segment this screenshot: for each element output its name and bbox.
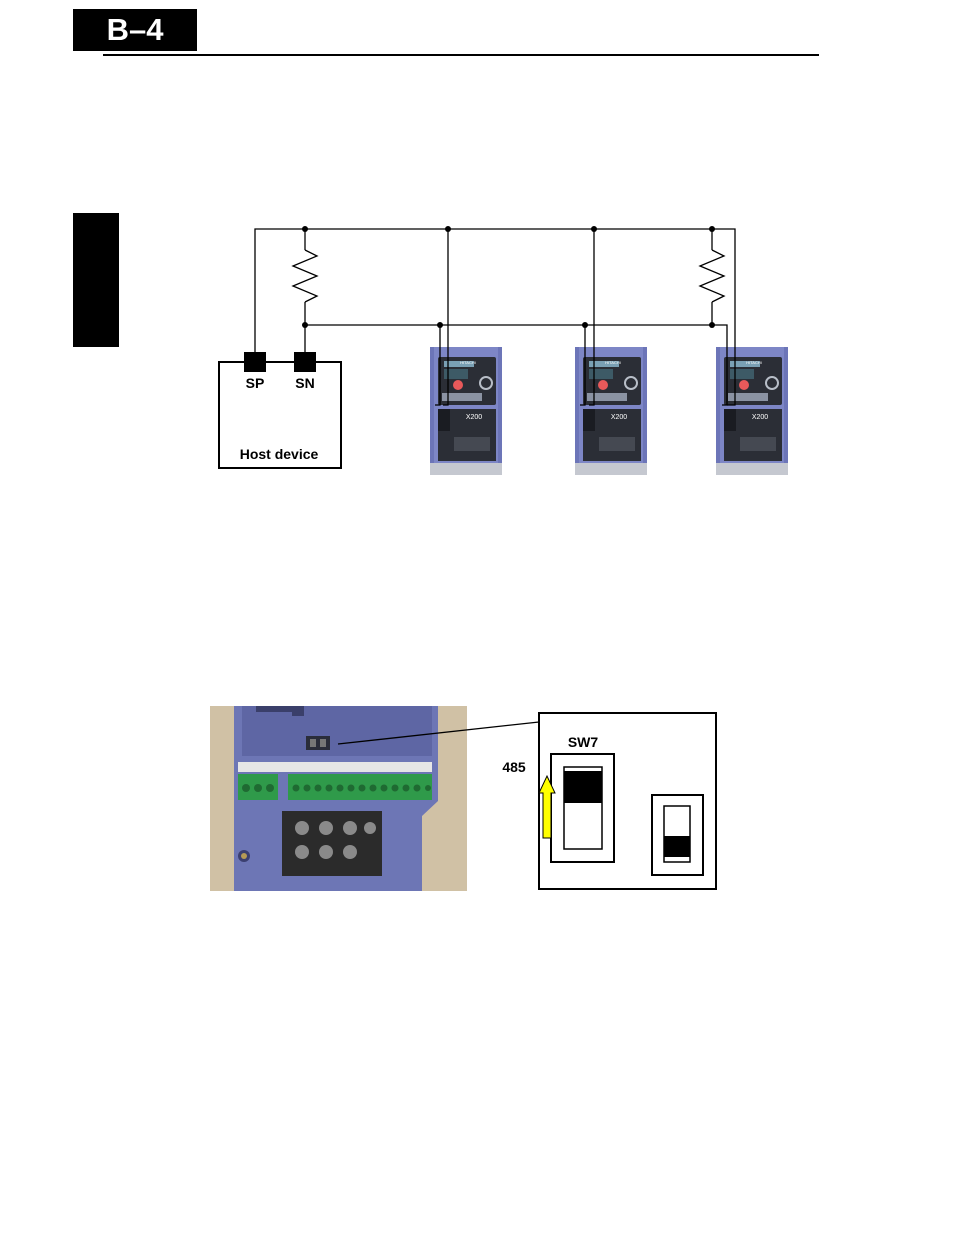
up-arrow-icon (538, 774, 556, 839)
host-device-box (218, 361, 342, 469)
sw7-slider (564, 771, 602, 803)
inverter-3-image: HITACHI X200 (715, 346, 789, 476)
svg-text:X200: X200 (752, 414, 768, 421)
rs485-position-label: 485 (502, 759, 526, 775)
header-rule (103, 54, 819, 56)
host-device-label: Host device (240, 446, 319, 462)
switch-detail-callout: SW7 485 (337, 712, 717, 890)
page-number-tab: B–4 (73, 9, 197, 51)
rs485-wiring-diagram: SP SN Host device HITACHI X200 HITACHI X… (218, 226, 789, 476)
svg-text:HITACHI: HITACHI (605, 360, 621, 365)
svg-text:HITACHI: HITACHI (460, 360, 476, 365)
sn-terminal (294, 352, 316, 372)
sp-terminal (244, 352, 266, 372)
sw7-label: SW7 (568, 734, 599, 750)
inverter-2-image: HITACHI X200 (574, 346, 648, 476)
switch-location-photo (210, 706, 467, 891)
small-switch-slider (664, 836, 690, 857)
inverter-1-image: HITACHI X200 (429, 346, 503, 476)
sn-label: SN (295, 375, 314, 391)
svg-text:HITACHI: HITACHI (746, 360, 762, 365)
svg-text:X200: X200 (466, 414, 482, 421)
sp-label: SP (246, 375, 265, 391)
svg-text:X200: X200 (611, 414, 627, 421)
side-thumb-tab (73, 213, 119, 347)
